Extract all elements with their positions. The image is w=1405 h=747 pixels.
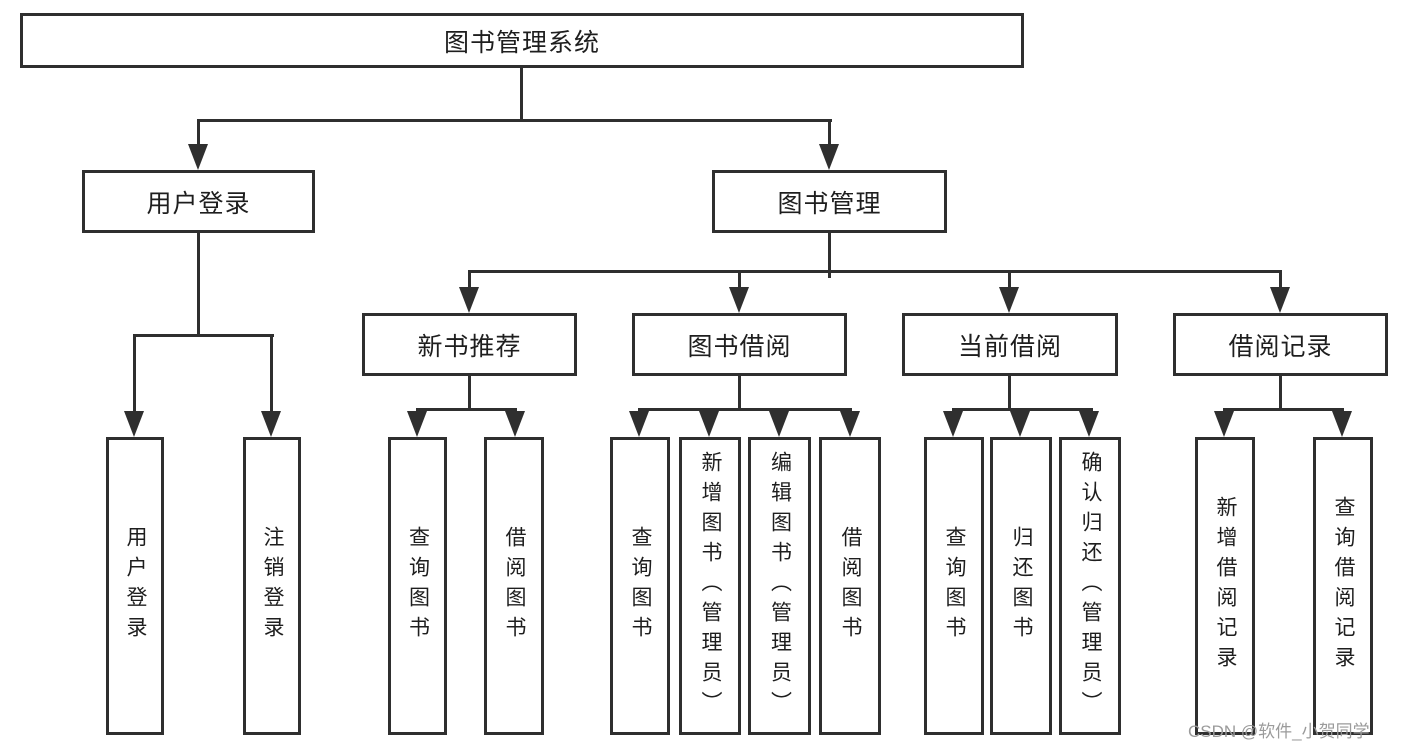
leaf-label: 查询图书: [406, 526, 430, 646]
leaf-borrow-books-recommend: 借阅图书: [484, 437, 544, 735]
connector-current-rail: [952, 408, 1093, 411]
arrow-to-query-borrow-record: [1332, 411, 1352, 437]
connector-module-stem: [738, 270, 741, 289]
arrow-to-query-books-borrow: [629, 411, 649, 437]
connector-user-login-rail: [133, 334, 274, 337]
arrow-to-borrow-books-recommend: [505, 411, 525, 437]
leaf-label: 查询图书: [943, 526, 967, 646]
leaf-add-books-admin: 新增图书（管理员）: [679, 437, 741, 735]
arrow-to-add-books-admin: [699, 411, 719, 437]
leaf-label: 归还图书: [1010, 526, 1034, 646]
leaf-label: 查询借阅记录: [1332, 496, 1356, 676]
node-label: 图书借阅: [687, 332, 792, 361]
leaf-confirm-return-admin: 确认归还（管理员）: [1059, 437, 1121, 735]
connector-module-stem: [1008, 270, 1011, 289]
node-book-management: 图书管理: [712, 170, 947, 233]
leaf-edit-books-admin: 编辑图书（管理员）: [748, 437, 811, 735]
connector-module-stem: [468, 270, 471, 289]
csdn-watermark: CSDN @软件_小贺同学: [1188, 722, 1370, 741]
connector-modules-rail: [468, 270, 1282, 273]
arrow-to-query-books-current: [943, 411, 963, 437]
arrow-to-confirm-return: [1079, 411, 1099, 437]
node-user-login: 用户登录: [82, 170, 315, 233]
leaf-label: 注销登录: [261, 526, 285, 646]
node-label: 当前借阅: [957, 332, 1062, 361]
leaf-label: 借阅图书: [503, 526, 527, 646]
leaf-logout: 注销登录: [243, 437, 301, 735]
arrow-to-leaf-logout: [261, 411, 281, 437]
arrow-to-new-book-recommend: [459, 287, 479, 313]
leaf-return-books: 归还图书: [990, 437, 1052, 735]
leaf-label: 查询图书: [629, 526, 653, 646]
leaf-user-login: 用户登录: [106, 437, 164, 735]
node-label: 用户登录: [146, 189, 251, 218]
arrow-to-leaf-user-login: [124, 411, 144, 437]
arrow-to-return-books: [1010, 411, 1030, 437]
node-new-book-recommend: 新书推荐: [362, 313, 577, 376]
arrow-to-user-login: [188, 144, 208, 170]
arrow-to-current-borrowing: [999, 287, 1019, 313]
node-label: 图书管理系统: [443, 28, 600, 57]
connector-current-down: [1008, 376, 1011, 411]
node-label: 新书推荐: [417, 332, 522, 361]
connector-borrowing-down: [738, 376, 741, 411]
node-borrowing-records: 借阅记录: [1173, 313, 1388, 376]
arrow-to-borrow-books: [840, 411, 860, 437]
connector-user-login-stem: [197, 119, 200, 147]
arrow-to-query-books-recommend: [407, 411, 427, 437]
connector-user-login-down: [197, 233, 200, 337]
leaf-query-borrow-record: 查询借阅记录: [1313, 437, 1373, 735]
leaf-query-books-recommend: 查询图书: [388, 437, 447, 735]
connector-leaf-stem: [270, 334, 273, 413]
node-library-system: 图书管理系统: [20, 13, 1024, 68]
leaf-label: 确认归还（管理员）: [1079, 451, 1103, 721]
connector-recommend-down: [468, 376, 471, 411]
node-label: 图书管理: [777, 189, 882, 218]
connector-recommend-rail: [416, 408, 517, 411]
arrow-to-book-mgmt: [819, 144, 839, 170]
leaf-label: 编辑图书（管理员）: [768, 451, 792, 721]
leaf-add-borrow-record: 新增借阅记录: [1195, 437, 1255, 735]
node-current-borrowing: 当前借阅: [902, 313, 1118, 376]
connector-root-stem: [520, 68, 523, 122]
node-label: 借阅记录: [1228, 332, 1333, 361]
node-book-borrowing: 图书借阅: [632, 313, 847, 376]
leaf-label: 新增借阅记录: [1214, 496, 1238, 676]
arrow-to-borrowing-records: [1270, 287, 1290, 313]
leaf-label: 用户登录: [124, 526, 148, 646]
connector-module-stem: [1279, 270, 1282, 289]
connector-root-rail: [197, 119, 832, 122]
connector-leaf-stem: [133, 334, 136, 413]
connector-book-mgmt-down: [828, 233, 831, 278]
leaf-label: 借阅图书: [839, 526, 863, 646]
leaf-borrow-books: 借阅图书: [819, 437, 881, 735]
arrow-to-book-borrowing: [729, 287, 749, 313]
connector-book-mgmt-stem: [828, 119, 831, 147]
leaf-query-books-current: 查询图书: [924, 437, 984, 735]
leaf-label: 新增图书（管理员）: [699, 451, 723, 721]
connector-records-down: [1279, 376, 1282, 411]
connector-records-rail: [1223, 408, 1343, 411]
leaf-query-books-borrow: 查询图书: [610, 437, 670, 735]
arrow-to-add-borrow-record: [1214, 411, 1234, 437]
connector-borrowing-rail: [638, 408, 852, 411]
arrow-to-edit-books-admin: [769, 411, 789, 437]
